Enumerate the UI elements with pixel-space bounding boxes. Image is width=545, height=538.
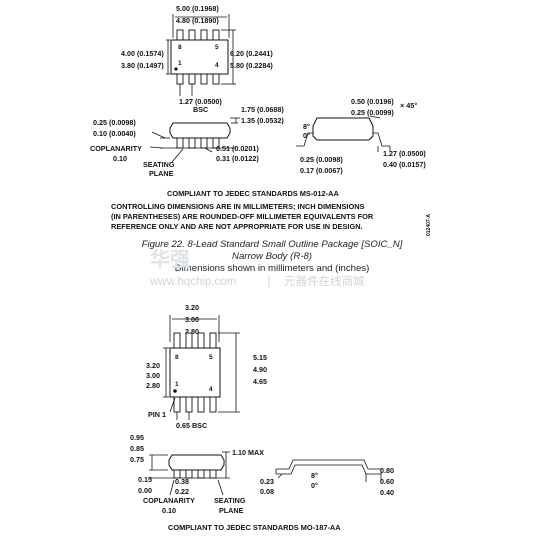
soic-seating-label-2: PLANE <box>149 169 174 178</box>
msop-side-view: 0.95 0.85 0.75 1.10 MAX 0.15 0.00 0.38 0… <box>130 433 264 515</box>
figure-caption: Figure 22. 8-Lead Standard Small Outline… <box>142 239 403 274</box>
msop-length-max: 3.20 <box>185 303 199 312</box>
msop-overall-width-min: 4.65 <box>253 377 267 386</box>
soic-note-line-1: CONTROLLING DIMENSIONS ARE IN MILLIMETER… <box>111 202 365 211</box>
soic-height-max: 1.75 (0.0688) <box>241 105 284 114</box>
msop-pin-label-5: 5 <box>209 354 213 361</box>
msop-seating-label-1: SEATING <box>214 496 246 505</box>
soic-end-view: 0.50 (0.0196) 0.25 (0.0099) × 45° 8° 0° … <box>296 97 426 175</box>
msop-overall-width-nom: 4.90 <box>253 365 267 374</box>
caption-line-3: Dimensions shown in millimeters and (inc… <box>175 263 370 274</box>
soic-note-line-3: REFERENCE ONLY AND ARE NOT APPROPRIATE F… <box>111 222 363 231</box>
soic-chamfer-max: 0.50 (0.0196) <box>351 97 394 106</box>
msop-body-width-min: 2.80 <box>146 381 160 390</box>
msop-body-width-nom: 3.00 <box>146 371 160 380</box>
msop-compliance: COMPLIANT TO JEDEC STANDARDS MO-187-AA <box>168 523 341 532</box>
soic-pin-label-5: 5 <box>215 44 219 51</box>
soic-compliance: COMPLIANT TO JEDEC STANDARDS MS-012-AA <box>167 189 339 198</box>
soic-lead-width-max: 0.51 (0.0201) <box>216 144 259 153</box>
msop-height-max: 0.95 <box>130 433 144 442</box>
msop-foot-length-min: 0.40 <box>380 488 394 497</box>
soic-foot-length-min: 0.40 (0.0157) <box>383 160 426 169</box>
soic-length-max: 5.00 (0.1968) <box>176 4 219 13</box>
msop-lead-thickness-max: 0.23 <box>260 477 274 486</box>
caption-line-1: Figure 22. 8-Lead Standard Small Outline… <box>142 239 403 250</box>
soic-body-width-max: 4.00 (0.1574) <box>121 49 164 58</box>
msop-body-side <box>168 454 225 471</box>
msop-body-top <box>169 347 221 398</box>
soic-side-view: 1.75 (0.0688) 1.35 (0.0532) 0.25 (0.0098… <box>90 105 284 178</box>
soic-pin-label-1: 1 <box>178 60 182 67</box>
watermark-url: www.hqchip.com <box>149 276 236 288</box>
soic-note-line-2: (IN PARENTHESES) ARE ROUNDED-OFF MILLIME… <box>111 212 374 221</box>
soic-pitch: 1.27 (0.0500) <box>179 97 222 106</box>
soic-overall-width-min: 5.80 (0.2284) <box>230 61 273 70</box>
soic-pitch-note: BSC <box>193 105 208 114</box>
msop-angle-max: 8° <box>311 471 318 480</box>
soic-body-top <box>170 39 229 75</box>
msop-foot-length-nom: 0.60 <box>380 477 394 486</box>
soic-angle-max: 8° <box>303 122 310 131</box>
msop-height-min: 0.75 <box>130 455 144 464</box>
soic-chamfer-angle: × 45° <box>400 101 417 110</box>
msop-length-min: 2.80 <box>185 327 199 336</box>
soic-notes: COMPLIANT TO JEDEC STANDARDS MS-012-AA C… <box>111 189 432 236</box>
msop-lead-width-min: 0.22 <box>175 487 189 496</box>
msop-pin-label-8: 8 <box>175 354 179 361</box>
soic-lead-width-min: 0.31 (0.0122) <box>216 154 259 163</box>
msop-seating-label-2: PLANE <box>219 506 244 515</box>
soic-coplanarity-value: 0.10 <box>113 154 127 163</box>
soic-body-side <box>169 122 231 139</box>
watermark-shop: 元器件在线商城 <box>284 274 365 288</box>
soic-lead-thickness-min: 0.17 (0.0067) <box>300 166 343 175</box>
soic-standoff-min: 0.10 (0.0040) <box>93 129 136 138</box>
msop-pin-label-1: 1 <box>175 381 179 388</box>
msop-coplanarity-value: 0.10 <box>162 506 176 515</box>
msop-standoff-max: 0.15 <box>138 475 152 484</box>
soic-seating-label-1: SEATING <box>143 160 175 169</box>
soic-body-end <box>312 117 374 141</box>
msop-lead-width-max: 0.38 <box>175 477 189 486</box>
msop-top-view: 3.20 3.00 2.80 8 5 1 4 3.20 3.00 2.80 5.… <box>146 303 267 430</box>
soic-foot-length-max: 1.27 (0.0500) <box>383 149 426 158</box>
soic-coplanarity-label: COPLANARITY <box>90 144 142 153</box>
soic-pin-label-8: 8 <box>178 44 182 51</box>
msop-angle-min: 0° <box>311 481 318 490</box>
caption-line-2: Narrow Body (R-8) <box>232 251 312 262</box>
soic-pin-label-4: 4 <box>215 62 219 69</box>
msop-max-height: 1.10 MAX <box>232 448 264 457</box>
msop-height-nom: 0.85 <box>130 444 144 453</box>
msop-lead-thickness-min: 0.08 <box>260 487 274 496</box>
msop-length-nom: 3.00 <box>185 315 199 324</box>
soic-body-width-min: 3.80 (0.1497) <box>121 61 164 70</box>
soic-standoff-max: 0.25 (0.0098) <box>93 118 136 127</box>
msop-coplanarity-label: COPLANARITY <box>143 496 195 505</box>
watermark: 华强 www.hqchip.com 元器件在线商城 <box>149 247 365 288</box>
soic-height-min: 1.35 (0.0532) <box>241 116 284 125</box>
soic-chamfer-min: 0.25 (0.0099) <box>351 108 394 117</box>
msop-pin1-label: PIN 1 <box>148 410 166 419</box>
msop-standoff-min: 0.00 <box>138 486 152 495</box>
soic-angle-min: 0° <box>303 131 310 140</box>
msop-end-view: 0.23 0.08 8° 0° 0.80 0.60 0.40 <box>260 459 394 497</box>
soic-overall-width-max: 6.20 (0.2441) <box>230 49 273 58</box>
msop-overall-width-max: 5.15 <box>253 353 267 362</box>
soic-drawing-code: 012407-A <box>426 214 432 236</box>
soic-lead-thickness-max: 0.25 (0.0098) <box>300 155 343 164</box>
msop-foot-length-max: 0.80 <box>380 466 394 475</box>
watermark-brand: 华强 <box>150 247 190 271</box>
soic-top-view: 5.00 (0.1968) 4.80 (0.1890) 8 5 1 4 4.00… <box>121 4 273 114</box>
msop-body-width-max: 3.20 <box>146 361 160 370</box>
msop-pitch: 0.65 BSC <box>176 421 207 430</box>
msop-pin-label-4: 4 <box>209 386 213 393</box>
soic-length-min: 4.80 (0.1890) <box>176 16 219 25</box>
